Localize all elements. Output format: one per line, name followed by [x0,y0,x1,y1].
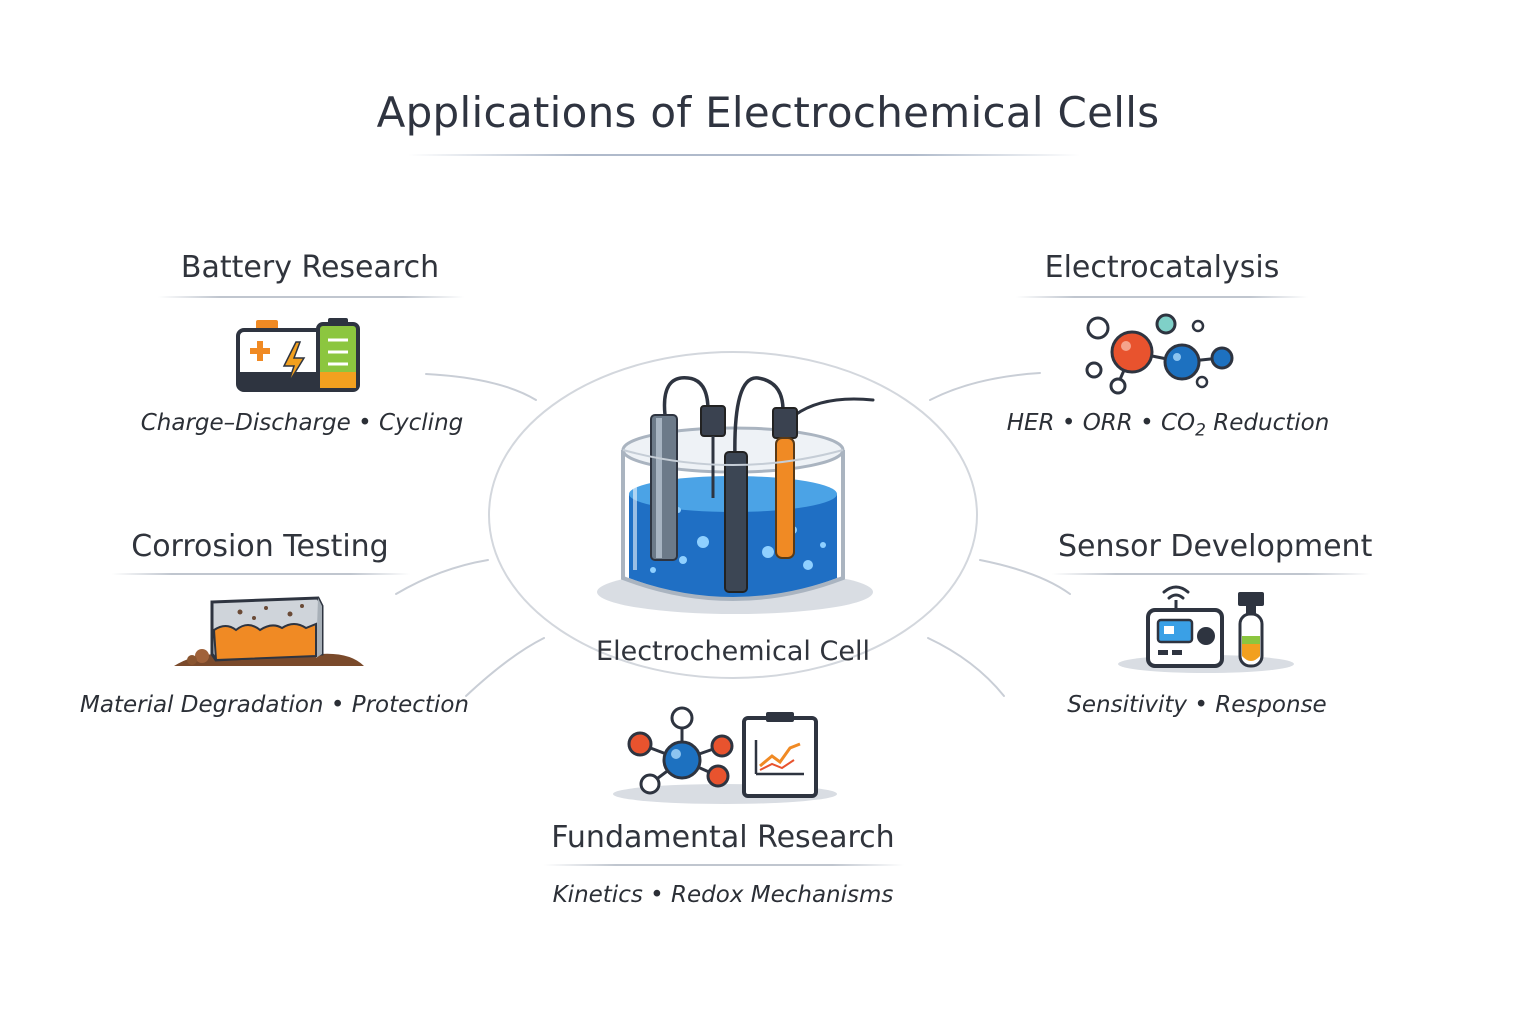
electrocatalysis-detail-subscript: 2 [1195,420,1206,441]
electrochemical-cell-beaker-icon [597,376,875,614]
connector-electrocatalysis [929,372,1041,401]
battery-icon [236,318,360,392]
corrosion-detail: Material Degradation • Protection [80,692,469,718]
molecule-and-chart-icon [613,706,837,804]
connector-fundamental-right [927,637,1005,697]
connector-corrosion [395,559,489,595]
fundamental-heading: Fundamental Research [551,820,895,855]
electrocatalysis-detail: HER • ORR • CO2 Reduction [990,410,1346,441]
fundamental-divider [544,864,904,866]
battery-heading: Battery Research [180,250,440,285]
electrocatalysis-divider [1016,296,1308,298]
corrosion-heading: Corrosion Testing [131,529,389,564]
molecule-icon [1085,313,1234,395]
sensor-heading: Sensor Development [1058,529,1373,564]
sensor-detail: Sensitivity • Response [1067,692,1327,718]
sensor-divider [1052,573,1370,575]
electrocatalysis-detail-prefix: HER • ORR • CO [1006,410,1196,436]
title-divider [408,154,1080,156]
electrocatalysis-detail-suffix: Reduction [1205,410,1330,436]
connector-battery [425,373,537,401]
connector-sensor [979,559,1071,595]
battery-detail: Charge–Discharge • Cycling [140,410,464,436]
battery-divider [158,296,464,298]
center-label: Electrochemical Cell [596,636,870,667]
corrosion-divider [112,573,410,575]
corroded-block-icon [174,596,364,666]
sensor-device-icon [1118,585,1294,673]
electrocatalysis-heading: Electrocatalysis [1044,250,1280,285]
fundamental-detail: Kinetics • Redox Mechanisms [552,882,894,908]
connector-fundamental-left [465,637,545,697]
page-title: Applications of Electrochemical Cells [376,88,1160,137]
